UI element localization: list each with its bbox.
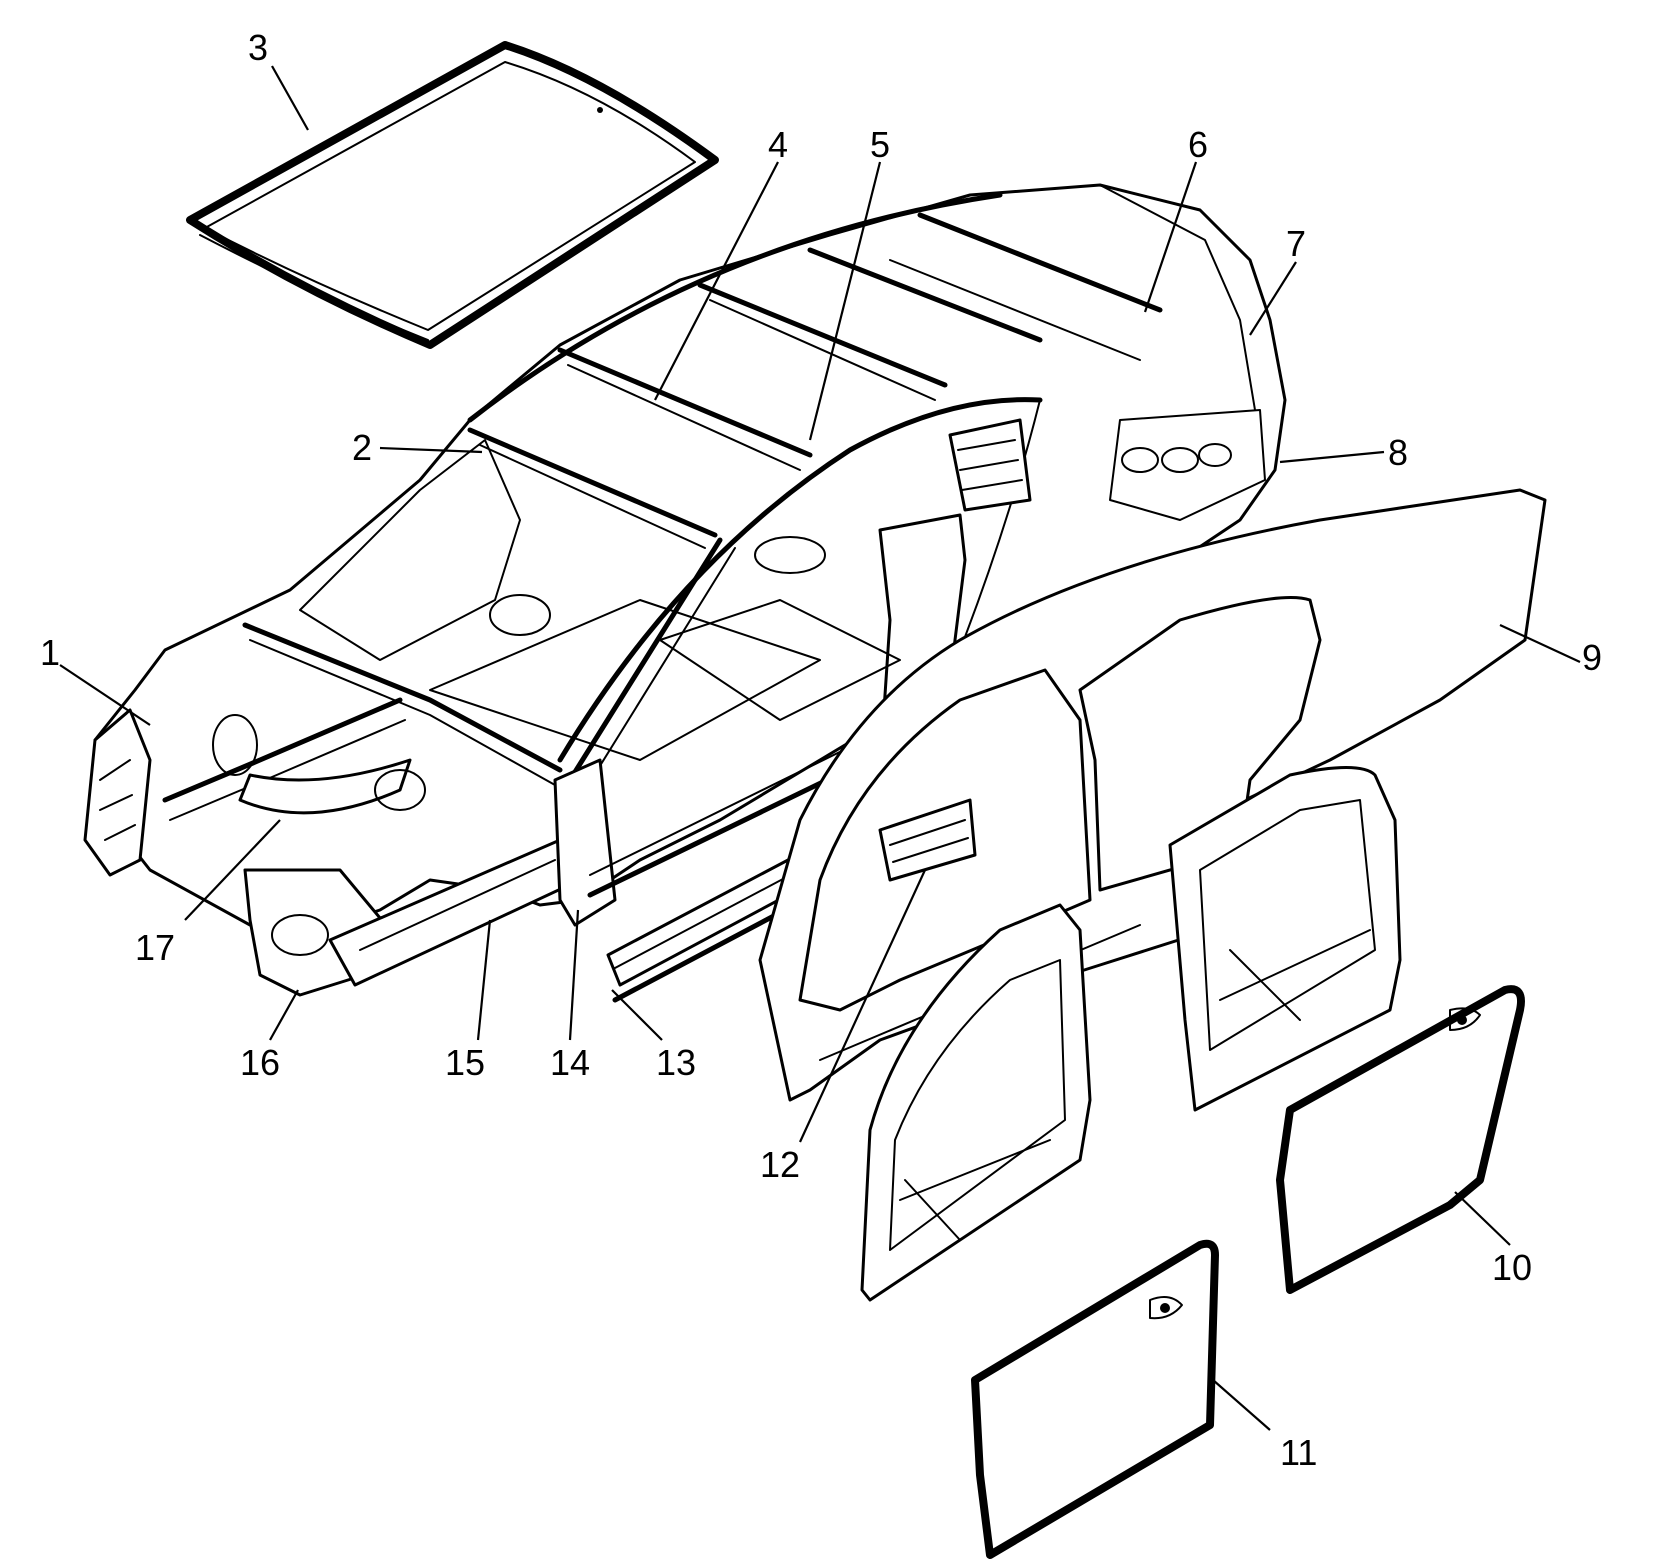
- callout-6: 6: [1188, 124, 1208, 165]
- callout-10: 10: [1492, 1247, 1532, 1288]
- leader-10: [1454, 1191, 1511, 1246]
- leader-14: [568, 909, 580, 1041]
- leader-4: [654, 161, 779, 401]
- callout-12: 12: [760, 1144, 800, 1185]
- leader-12: [799, 869, 926, 1143]
- callout-9: 9: [1582, 637, 1602, 678]
- callout-4: 4: [768, 124, 788, 165]
- body-in-white: [83, 183, 1287, 997]
- leader-11: [1212, 1379, 1271, 1431]
- callout-8: 8: [1388, 432, 1408, 473]
- leader-7: [1249, 261, 1297, 336]
- front-door-outer-panel: [971, 1239, 1219, 1559]
- leader-6: [1143, 161, 1198, 313]
- callout-15: 15: [445, 1042, 485, 1083]
- leader-8: [1279, 450, 1385, 464]
- roof-panel: [186, 41, 719, 349]
- leader-5: [808, 161, 882, 441]
- callout-7: 7: [1286, 223, 1306, 264]
- callout-14: 14: [550, 1042, 590, 1083]
- body-side-outer-panel: [758, 488, 1547, 1102]
- leader-16: [269, 989, 299, 1041]
- callout-13: 13: [656, 1042, 696, 1083]
- leader-9: [1499, 624, 1581, 663]
- leader-1: [59, 664, 151, 726]
- callout-3: 3: [248, 27, 268, 68]
- callout-2: 2: [352, 427, 372, 468]
- leader-lines: [59, 65, 1581, 1431]
- leader-15: [476, 919, 492, 1041]
- leader-2: [379, 446, 483, 454]
- leader-13: [611, 989, 663, 1041]
- callout-16: 16: [240, 1042, 280, 1083]
- rear-door-frame: [1168, 766, 1402, 1112]
- rear-door-outer-panel: [1276, 985, 1525, 1294]
- callout-5: 5: [870, 124, 890, 165]
- callout-labels: 1 2 3 4 5 6 7 8 9 10 11 12 13 14 15 16 1…: [40, 27, 1602, 1473]
- callout-17: 17: [135, 927, 175, 968]
- callout-1: 1: [40, 632, 60, 673]
- front-door-frame: [860, 903, 1092, 1302]
- leader-17: [184, 819, 281, 921]
- callout-11: 11: [1280, 1432, 1317, 1473]
- leader-3: [271, 65, 309, 131]
